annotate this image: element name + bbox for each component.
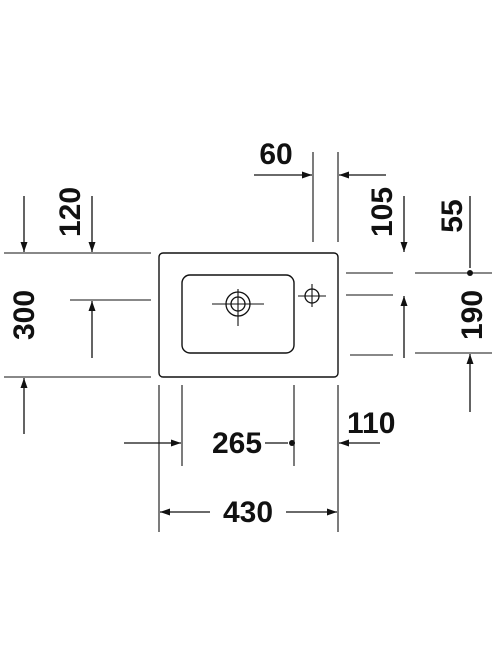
label-190: 190 <box>456 290 489 340</box>
dimension-55: 55 <box>415 196 492 276</box>
dimension-190: 190 <box>415 290 492 412</box>
tap-hole-icon <box>298 284 326 307</box>
label-110: 110 <box>347 407 395 440</box>
dimension-300: 300 <box>4 196 151 434</box>
dimension-60: 60 <box>254 138 386 242</box>
drain-icon <box>212 289 264 326</box>
dimension-265: 265 <box>124 385 295 466</box>
label-430: 430 <box>223 496 273 529</box>
dimension-105: 105 <box>346 187 408 358</box>
label-55: 55 <box>436 199 469 232</box>
dimension-110: 110 <box>339 407 395 447</box>
label-300: 300 <box>8 290 41 340</box>
label-120: 120 <box>54 187 87 237</box>
dimension-120: 120 <box>54 187 151 358</box>
label-60: 60 <box>259 138 292 171</box>
dimension-430: 430 <box>158 385 339 532</box>
label-105: 105 <box>366 187 399 237</box>
label-265: 265 <box>212 427 262 460</box>
